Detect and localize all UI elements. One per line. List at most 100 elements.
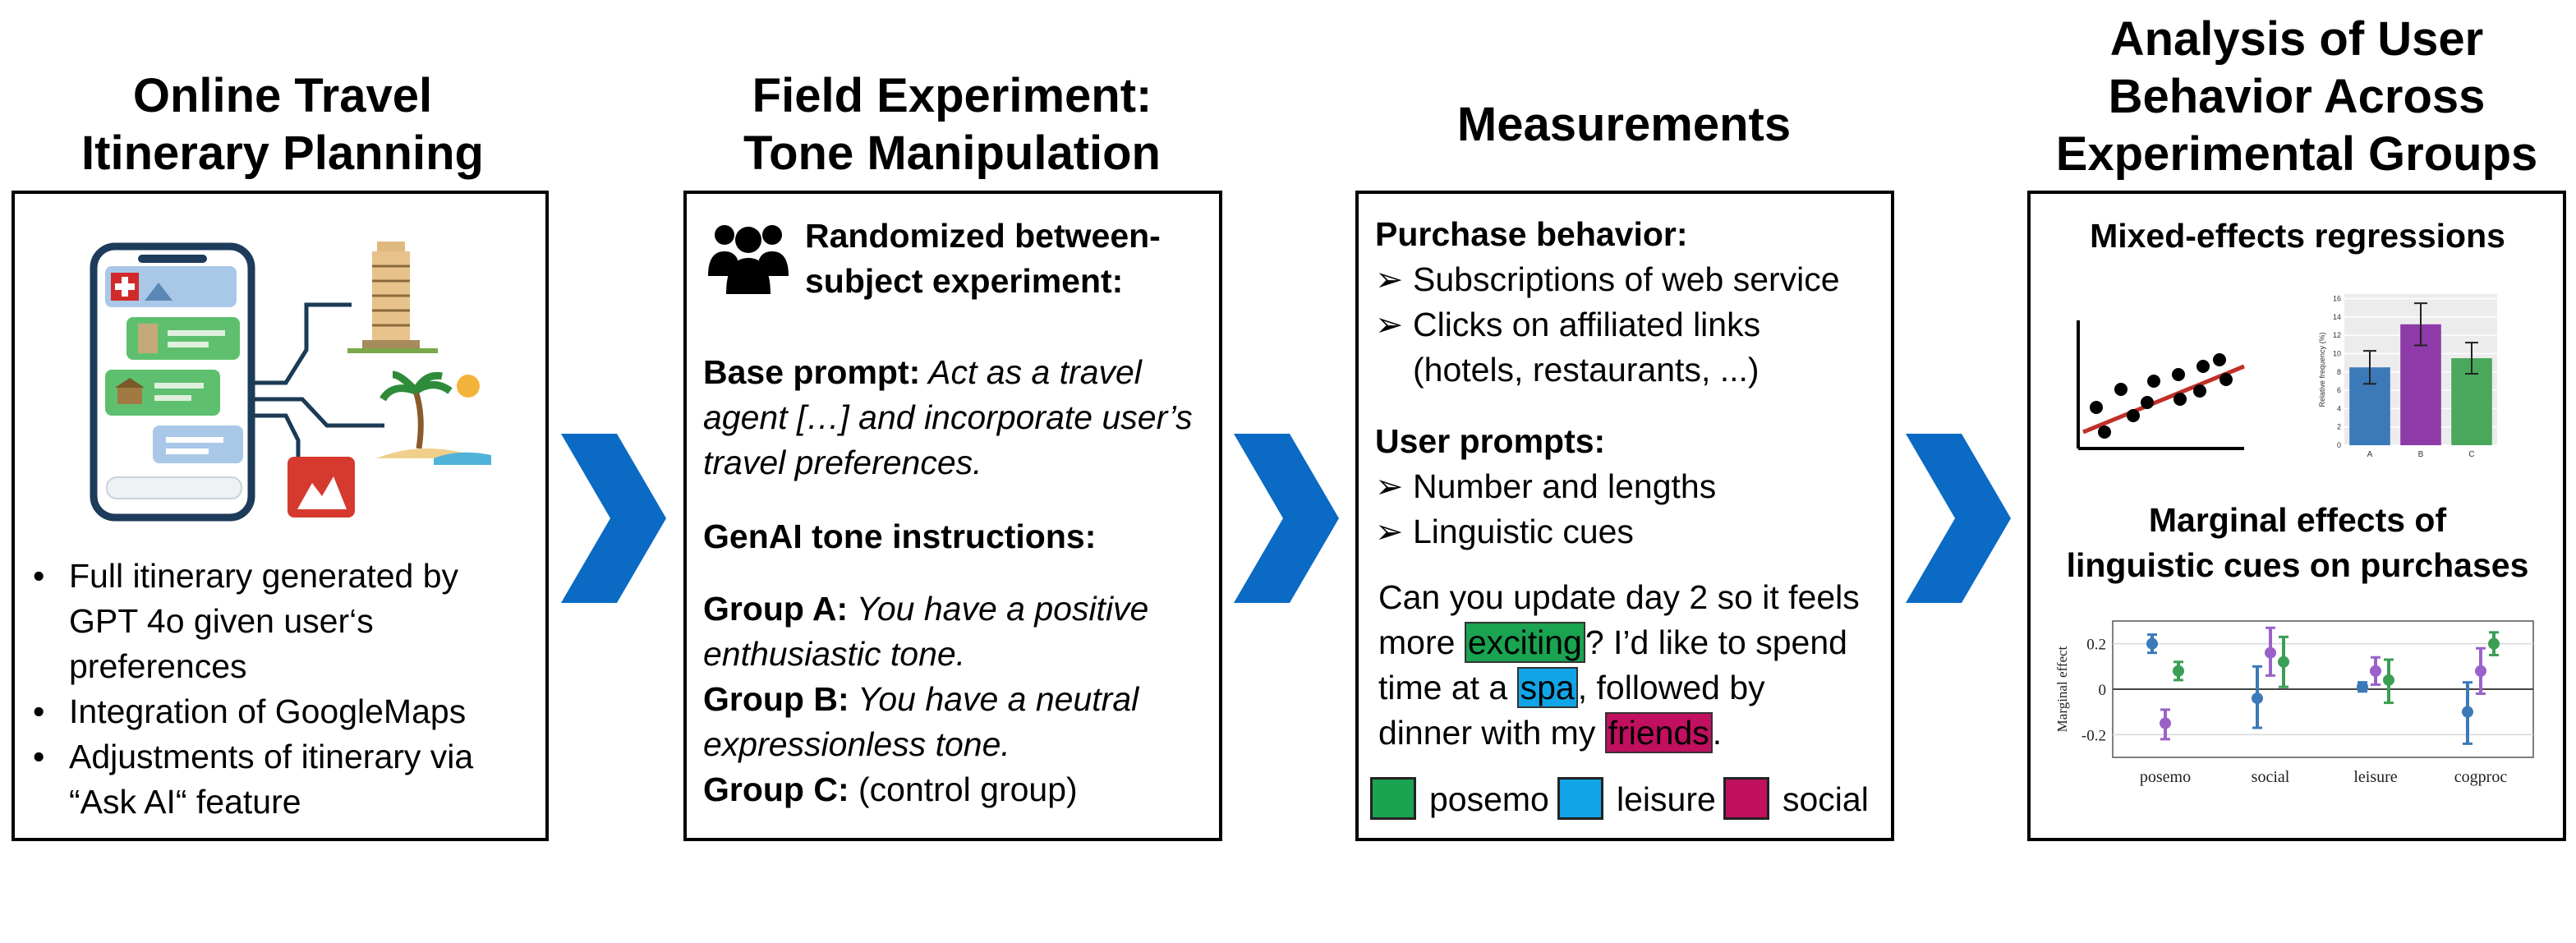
example-line3: time at a spa, followed by (1378, 665, 1765, 711)
experiment-header: Randomized between- subject experiment: (805, 217, 1161, 300)
legend-label-leisure: leisure (1617, 780, 1716, 818)
regression-scatter-illustration (2077, 320, 2245, 450)
highlight-friends: friends (1604, 712, 1713, 753)
prompt-item-linguistic: Linguistic cues (1413, 513, 1634, 550)
panel-travel-planning: • Full itinerary generated by GPT 4o giv… (12, 191, 549, 841)
legend-swatch-leisure (1557, 777, 1603, 820)
marginal-point (2475, 665, 2486, 677)
marginal-chart-xtick-label: cogproc (2454, 768, 2508, 786)
group-c-line: Group C: (control group) (703, 767, 1078, 812)
example-line1: Can you update day 2 so it feels (1378, 578, 1860, 616)
bullet-marker: • (33, 738, 45, 775)
legend-label-posemo: posemo (1429, 780, 1549, 818)
marginal-point (2146, 637, 2158, 650)
marginal-point (2265, 646, 2276, 659)
marginal-point (2488, 637, 2500, 650)
bullet-marker: • (33, 557, 45, 595)
base-prompt-line2: agent […] and incorporate user’s (703, 398, 1193, 436)
example-text: dinner with my (1378, 714, 1605, 752)
bullet-marker: • (33, 692, 45, 730)
base-prompt-line3: travel preferences. (703, 444, 982, 481)
bullet-itinerary-generated: Full itinerary generated by GPT 4o given… (69, 557, 459, 685)
flow-arrow-icon (1234, 434, 1339, 603)
highlight-spa: spa (1516, 667, 1578, 708)
group-a-label: Group A: (703, 590, 849, 628)
title-online-travel: Online Travel Itinerary Planning (81, 69, 484, 180)
bar-chart-ytick-label: 10 (2333, 349, 2341, 357)
bar-chart-xtick-label: C (2468, 450, 2474, 459)
marginal-point (2357, 681, 2368, 693)
group-c-text: (control group) (849, 770, 1078, 808)
bar-chart-ytick-label: 0 (2337, 441, 2341, 449)
phone-illustration (90, 242, 491, 522)
base-prompt-line1: Base prompt: Act as a travel (703, 350, 1142, 395)
marginal-effects-title: Marginal effects of linguistic cues on p… (2066, 501, 2529, 584)
purchase-item-clicks: Clicks on affiliated links (1413, 306, 1761, 343)
bar-chart-xtick-label: B (2418, 450, 2424, 459)
marginal-point (2278, 656, 2289, 668)
bar-chart-ytick-label: 4 (2337, 404, 2341, 412)
group-c-label: Group C: (703, 770, 849, 808)
title-measurements: Measurements (1456, 98, 1792, 151)
group-b-line1: Group B: You have a neutral (703, 677, 1138, 722)
marginal-chart-ytick-label: -0.2 (2082, 727, 2106, 744)
purchase-item-hotels: (hotels, restaurants, ...) (1413, 351, 1760, 389)
marginal-point (2173, 665, 2184, 677)
example-text: more (1378, 623, 1465, 661)
base-prompt-text: Act as a travel (920, 353, 1142, 391)
example-text: . (1712, 714, 1723, 752)
highlight-exciting: exciting (1464, 622, 1585, 663)
example-text: ? I’d like to spend (1585, 623, 1847, 661)
example-line4: dinner with my friends. (1378, 711, 1722, 756)
flow-arrow-icon (561, 434, 666, 603)
marginal-chart-xtick-label: social (2252, 768, 2290, 786)
marginal-point (2383, 674, 2394, 686)
panel-measurements: Purchase behavior: ➢ Subscriptions of we… (1355, 191, 1894, 841)
group-a-text: You have a positive (848, 590, 1149, 628)
group-people-icon (708, 225, 789, 294)
purchase-behavior-header: Purchase behavior: (1375, 215, 1688, 253)
bar-chart-ytick-label: 14 (2333, 313, 2341, 321)
marginal-chart-xtick-label: leisure (2353, 768, 2397, 786)
bar-chart-ytick-label: 12 (2333, 331, 2341, 339)
bullet-googlemaps: Integration of GoogleMaps (69, 692, 467, 730)
marginal-chart-xtick-label: posemo (2140, 768, 2191, 786)
marginal-chart-ytick-label: 0.2 (2086, 637, 2106, 654)
arrow-bullet-icon: ➢ (1375, 467, 1404, 505)
group-b-line2: expressionless tone. (703, 725, 1010, 763)
arrow-bullet-icon: ➢ (1375, 513, 1404, 550)
regressions-title: Mixed-effects regressions (2090, 217, 2505, 255)
flow-arrow-icon (1906, 434, 2011, 603)
legend-label-social: social (1782, 780, 1869, 818)
bar-chart-ytick-label: 2 (2337, 423, 2341, 431)
marginal-point (2462, 706, 2473, 718)
legend-swatch-social (1723, 777, 1769, 820)
group-b-label: Group B: (703, 680, 849, 718)
purchase-item-subscriptions: Subscriptions of web service (1413, 260, 1840, 298)
example-text: time at a (1378, 669, 1517, 706)
base-prompt-label: Base prompt: (703, 353, 921, 391)
marginal-point (2370, 665, 2381, 677)
bar-chart-ytick-label: 16 (2333, 295, 2341, 303)
marginal-point (2160, 717, 2171, 729)
arrow-bullet-icon: ➢ (1375, 260, 1404, 298)
example-line2: more exciting? I’d like to spend (1378, 620, 1847, 665)
bullet-adjustments: Adjustments of itinerary via “Ask AI“ fe… (69, 738, 474, 821)
marginal-chart-ylabel: Marginal effect (2054, 646, 2070, 732)
example-text: , followed by (1577, 669, 1765, 706)
group-b-text: You have a neutral (849, 680, 1139, 718)
prompt-item-number: Number and lengths (1413, 467, 1717, 505)
title-field-experiment: Field Experiment: Tone Manipulation (743, 69, 1161, 180)
marginal-point (2252, 692, 2263, 705)
group-a-line1: Group A: You have a positive (703, 586, 1148, 632)
bar-chart-ytick-label: 8 (2337, 368, 2341, 376)
group-a-line2: enthusiastic tone. (703, 635, 966, 673)
legend-swatch-posemo (1370, 777, 1416, 820)
bar-chart-ytick-label: 6 (2337, 386, 2341, 394)
tone-instructions-header: GenAI tone instructions: (703, 518, 1097, 555)
arrow-bullet-icon: ➢ (1375, 306, 1404, 343)
panel-field-experiment: Randomized between- subject experiment: … (683, 191, 1222, 841)
